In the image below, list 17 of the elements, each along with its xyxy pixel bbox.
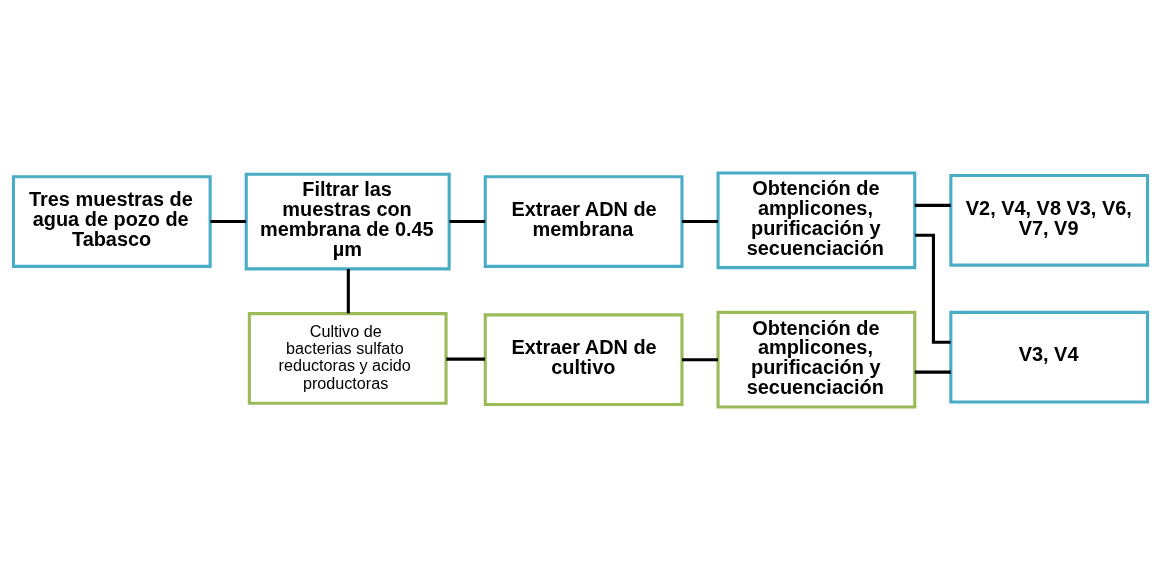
node-box: Extraer ADN de membrana — [483, 175, 684, 268]
node-box: V2, V4, V8 V3, V6, V7, V9 — [949, 173, 1150, 267]
node-box: Obtención de amplicones, purificación y secuenciación — [716, 310, 917, 409]
connector — [914, 370, 951, 374]
connector — [210, 219, 246, 224]
node-box: Filtrar las muestras con membrana de 0.45 µm — [244, 172, 451, 271]
connector — [449, 219, 486, 224]
connector — [682, 219, 718, 224]
node-box: Obtención de amplicones, purificación y secuenciación — [716, 171, 917, 270]
node-box: V3, V4 — [949, 310, 1150, 404]
connector — [682, 358, 718, 362]
connector — [346, 269, 350, 314]
node-box: Tres muestras de agua de pozo de Tabasco — [11, 175, 212, 268]
connector — [914, 203, 951, 207]
connector — [446, 357, 485, 361]
node-box: Extraer ADN de cultivo — [483, 313, 684, 407]
node-box: Cultivo de bacterias sulfato reductoras y acido productoras — [247, 312, 448, 405]
